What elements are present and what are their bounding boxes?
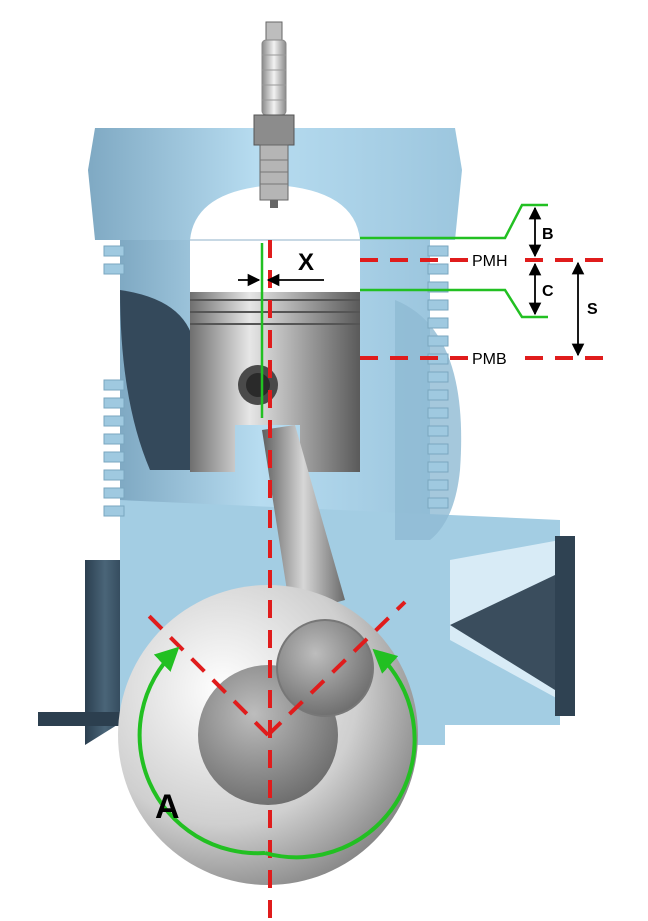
pmb-label: PMB — [472, 351, 507, 368]
stroke-label: S — [587, 301, 598, 318]
dimension-arrows — [238, 206, 585, 357]
dim-c-label: C — [542, 283, 554, 300]
crank-pin — [276, 619, 374, 717]
crank-angle-arc-left — [137, 646, 266, 856]
connecting-rod — [262, 425, 345, 610]
crank-angle-label: A — [155, 788, 180, 826]
cooling-fins-right — [427, 245, 449, 509]
crank-angle-line-right — [266, 600, 407, 737]
chamber-top-leader — [360, 203, 548, 240]
combustion-chamber — [190, 185, 360, 240]
cylinder-bore — [190, 240, 360, 292]
offset-label: X — [298, 249, 314, 276]
dim-b-label: B — [542, 226, 554, 243]
spark-plug-icon — [253, 21, 295, 208]
pmh-label: PMH — [472, 253, 508, 270]
guide-lines-red — [143, 240, 612, 918]
crank-angle-arc-right — [264, 648, 417, 860]
cooling-fins-left — [103, 245, 125, 517]
piston-top-leader — [360, 288, 548, 319]
guide-lines-green — [260, 203, 548, 418]
